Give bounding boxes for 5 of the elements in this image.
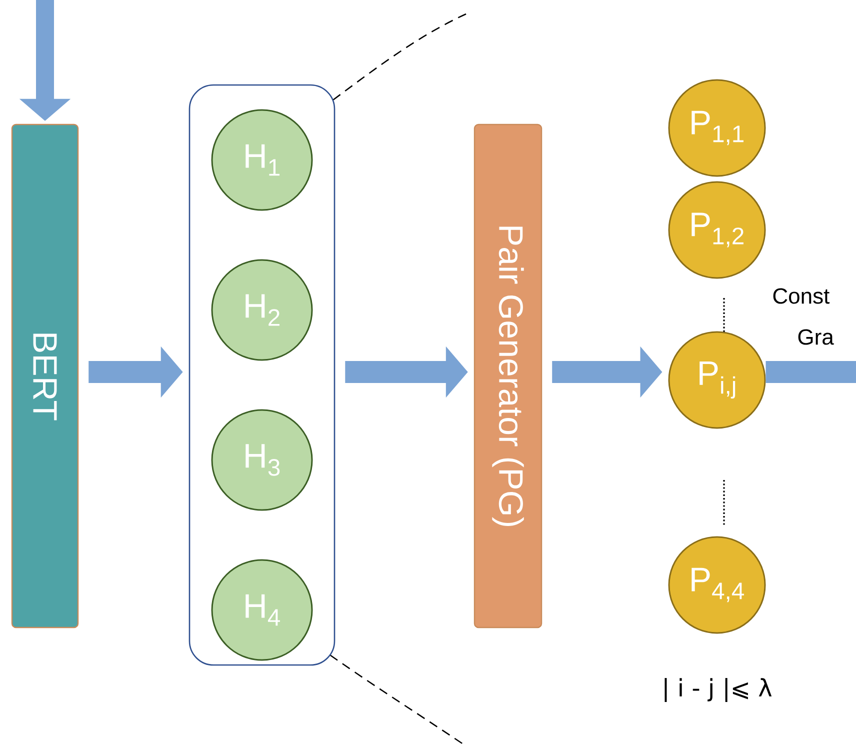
constraint-formula: | i - j |⩽ λ <box>664 678 772 702</box>
side-label: Const <box>773 288 830 304</box>
layer-bar: Pair Generator (PG) <box>474 124 542 628</box>
side-label: Gra <box>798 329 834 345</box>
layer-bar: BERT <box>11 124 79 628</box>
